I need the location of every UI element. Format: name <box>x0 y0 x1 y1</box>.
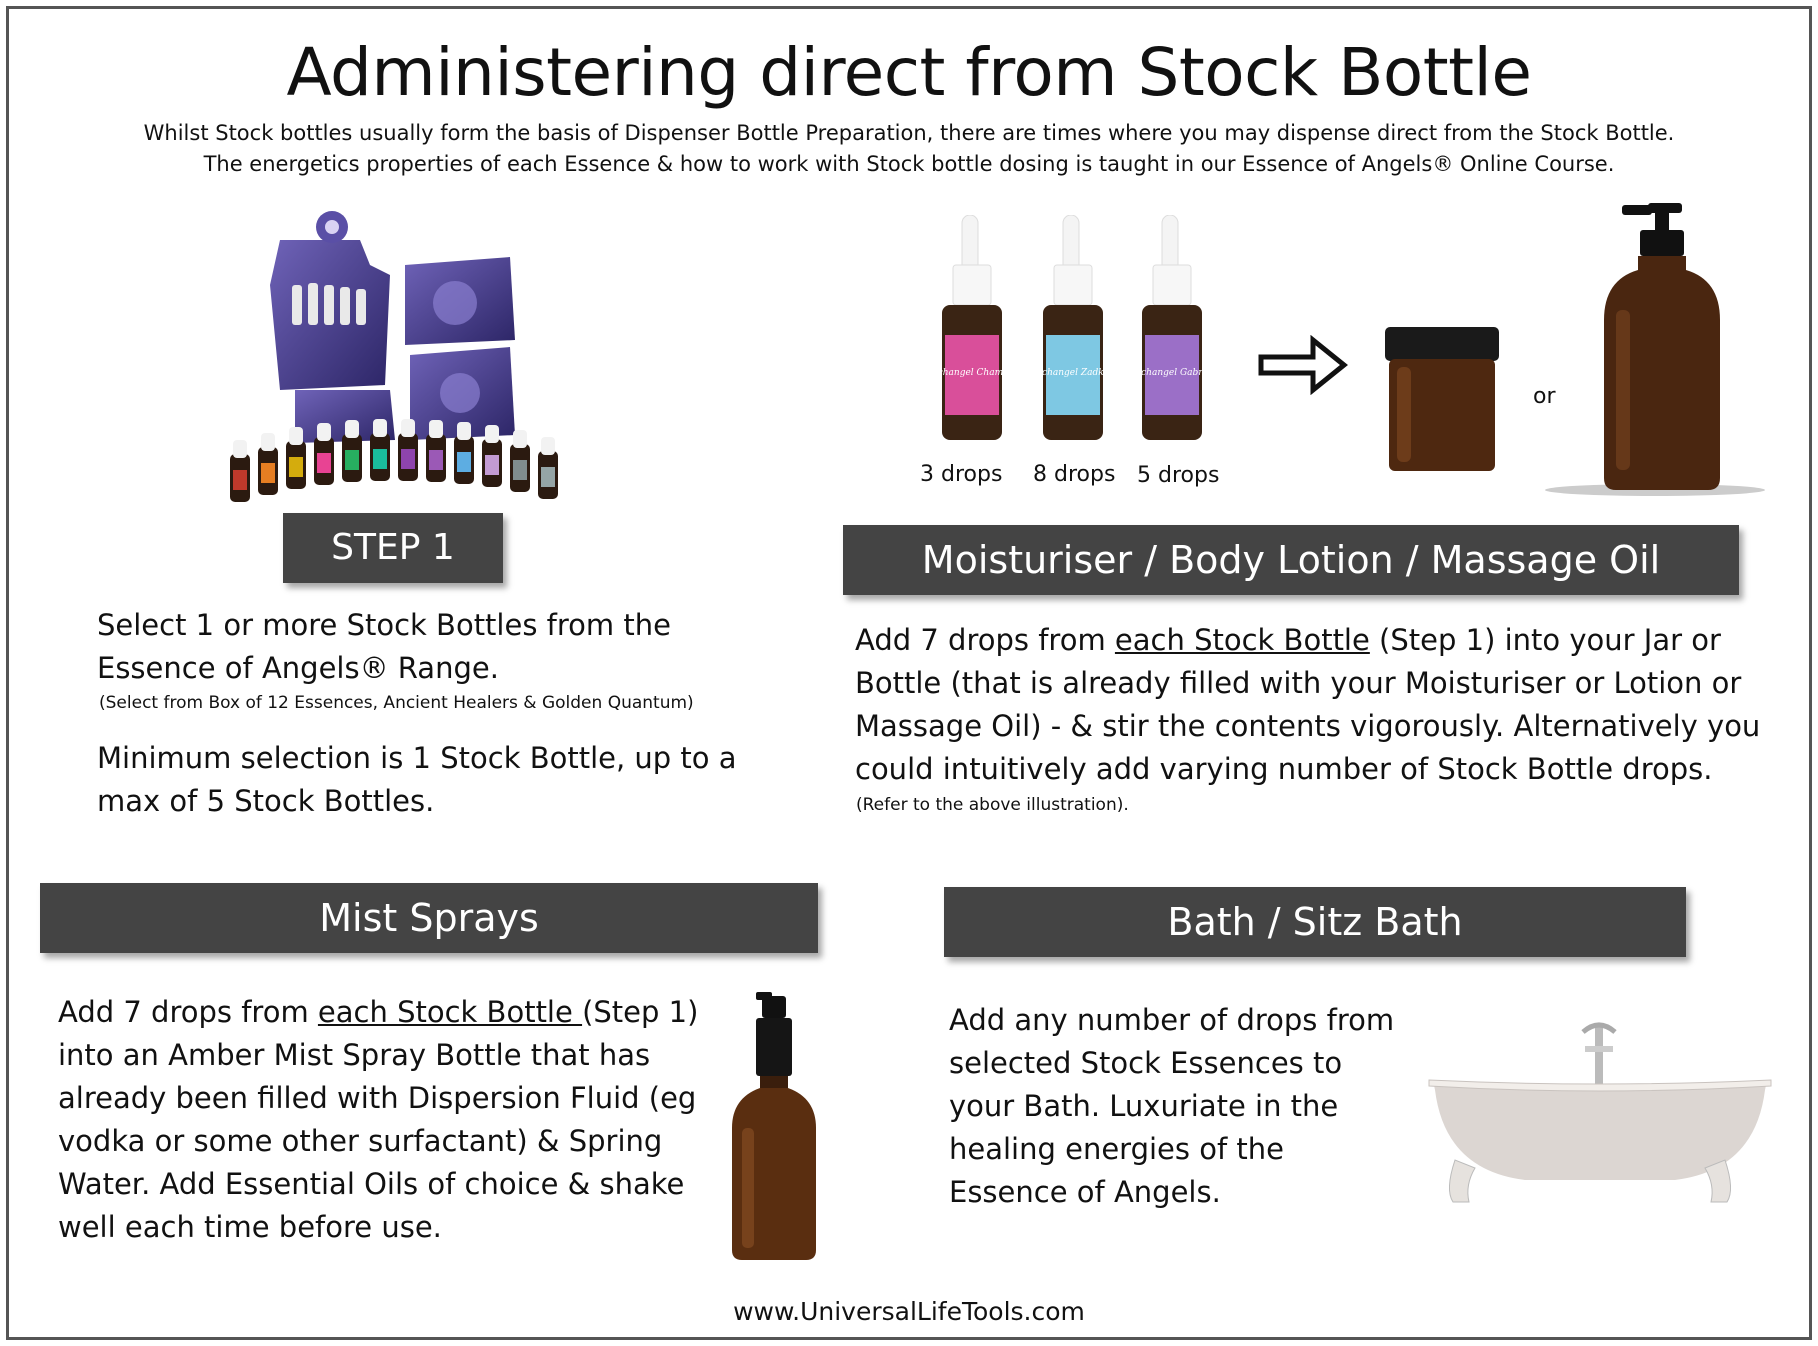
right-arrow-icon <box>1258 335 1348 395</box>
drops-label-3: 5 drops <box>1137 463 1220 488</box>
or-label: or <box>1533 384 1556 409</box>
mist-text-pre: Add 7 drops from <box>58 995 318 1029</box>
subtitle-line-2: The energetics properties of each Essenc… <box>203 152 1615 176</box>
footer-website: www.UniversalLifeTools.com <box>733 1297 1085 1326</box>
bottle-label-1: Archangel Chamuel <box>937 368 1007 378</box>
dropper-bottle-2-image: Archangel Zadkiel <box>1038 215 1108 440</box>
subtitle-line-1: Whilst Stock bottles usually form the ba… <box>143 121 1675 145</box>
moisturiser-banner: Moisturiser / Body Lotion / Massage Oil <box>843 525 1739 595</box>
bath-banner: Bath / Sitz Bath <box>944 887 1686 957</box>
clawfoot-bathtub-image <box>1428 1022 1772 1203</box>
mist-text: Add 7 drops from each Stock Bottle (Step… <box>58 991 718 1249</box>
bottle-label-3: Archangel Gabriel <box>1137 368 1207 378</box>
step1-note: (Select from Box of 12 Essences, Ancient… <box>99 693 694 713</box>
page-title: Administering direct from Stock Bottle <box>286 34 1532 111</box>
drops-label-1: 3 drops <box>920 462 1003 487</box>
moisturiser-text-post: (Step 1) into your Jar or Bottle (that i… <box>855 623 1761 786</box>
dropper-bottle-3-image: Archangel Gabriel <box>1137 215 1207 440</box>
bottle-label-2: Archangel Zadkiel <box>1038 368 1108 378</box>
bath-text: Add any number of drops from selected St… <box>949 1003 1395 1209</box>
moisturiser-note: (Refer to the above illustration). <box>856 795 1129 815</box>
step1-banner: STEP 1 <box>283 513 503 583</box>
moisturiser-stock-bottle-link: each Stock Bottle <box>1114 623 1370 657</box>
essence-box-set-image <box>230 211 558 502</box>
dropper-bottle-1-image: Archangel Chamuel <box>937 215 1007 440</box>
mist-text-post: (Step 1) into an Amber Mist Spray Bottle… <box>58 995 699 1244</box>
amber-pump-bottle-image <box>1545 203 1765 496</box>
moisturiser-text: Add 7 drops from each Stock Bottle (Step… <box>855 619 1785 791</box>
step1-minimum-text: Minimum selection is 1 Stock Bottle, up … <box>97 741 737 818</box>
amber-mist-spray-bottle-image <box>732 992 816 1260</box>
mist-stock-bottle-link: each Stock Bottle <box>317 995 583 1029</box>
moisturiser-text-pre: Add 7 drops from <box>855 623 1115 657</box>
step1-text: Select 1 or more Stock Bottles from the … <box>97 608 671 685</box>
amber-jar-image <box>1385 327 1499 471</box>
mist-sprays-banner: Mist Sprays <box>40 883 818 953</box>
drops-label-2: 8 drops <box>1033 462 1116 487</box>
